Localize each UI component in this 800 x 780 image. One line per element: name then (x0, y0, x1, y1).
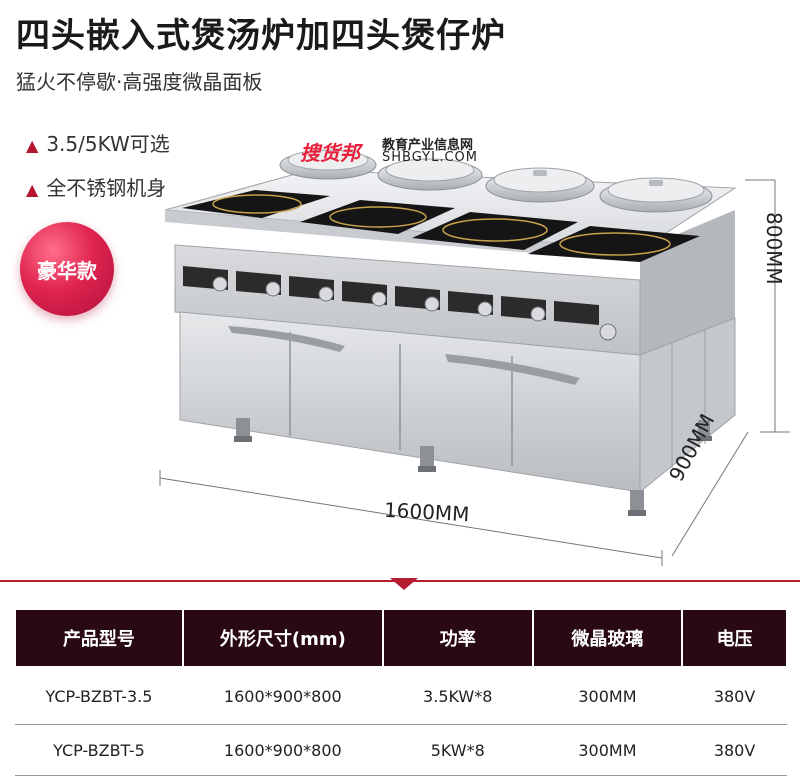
table-cell: 380V (682, 724, 787, 776)
table-cell: YCP-BZBT-5 (15, 724, 183, 776)
table-cell: 380V (682, 667, 787, 725)
page-title: 四头嵌入式煲汤炉加四头煲仔炉 (16, 16, 506, 56)
feature-label: 3.5/5KW可选 (46, 132, 170, 156)
table-cell: 1600*900*800 (182, 667, 383, 725)
spec-table: 产品型号 外形尺寸(mm) 功率 微晶玻璃 电压 YCP-BZBT-3.5 16… (14, 608, 788, 776)
feature-label: 全不锈钢机身 (46, 176, 167, 200)
triangle-bullet-icon: ▲ (26, 180, 39, 199)
column-header: 电压 (681, 608, 788, 668)
table-cell: 300MM (532, 724, 683, 776)
table-header-row: 产品型号 外形尺寸(mm) 功率 微晶玻璃 电压 (14, 608, 788, 668)
section-divider (0, 578, 800, 600)
table-cell: 5KW*8 (382, 724, 533, 776)
table-cell: YCP-BZBT-3.5 (15, 667, 183, 725)
triangle-bullet-icon: ▲ (26, 136, 39, 155)
table-cell: 300MM (532, 667, 683, 725)
stove-product-image (159, 149, 790, 566)
width-dimension: 1600MM (383, 497, 470, 527)
page-subtitle: 猛火不停歇·高强度微晶面板 (16, 70, 263, 94)
feature-item: ▲ 3.5/5KW可选 (26, 128, 170, 157)
column-header: 功率 (381, 608, 534, 668)
column-header: 外形尺寸(mm) (181, 608, 384, 668)
column-header: 产品型号 (14, 608, 184, 668)
height-dimension: 800MM (762, 212, 786, 285)
table-cell: 3.5KW*8 (382, 667, 533, 725)
watermark-text: 教育产业信息网 (382, 138, 474, 153)
divider-notch-icon (390, 578, 418, 590)
table-row: YCP-BZBT-3.5 1600*900*800 3.5KW*8 300MM … (15, 667, 787, 725)
watermark-url: SHBGYL.COM (382, 150, 478, 165)
table-cell: 1600*900*800 (182, 724, 383, 776)
watermark-brand: 搜货邦 (300, 141, 360, 165)
column-header: 微晶玻璃 (531, 608, 684, 668)
table-row: YCP-BZBT-5 1600*900*800 5KW*8 300MM 380V (15, 724, 787, 776)
feature-item: ▲ 全不锈钢机身 (26, 172, 166, 201)
deluxe-badge: 豪华款 (20, 222, 114, 316)
